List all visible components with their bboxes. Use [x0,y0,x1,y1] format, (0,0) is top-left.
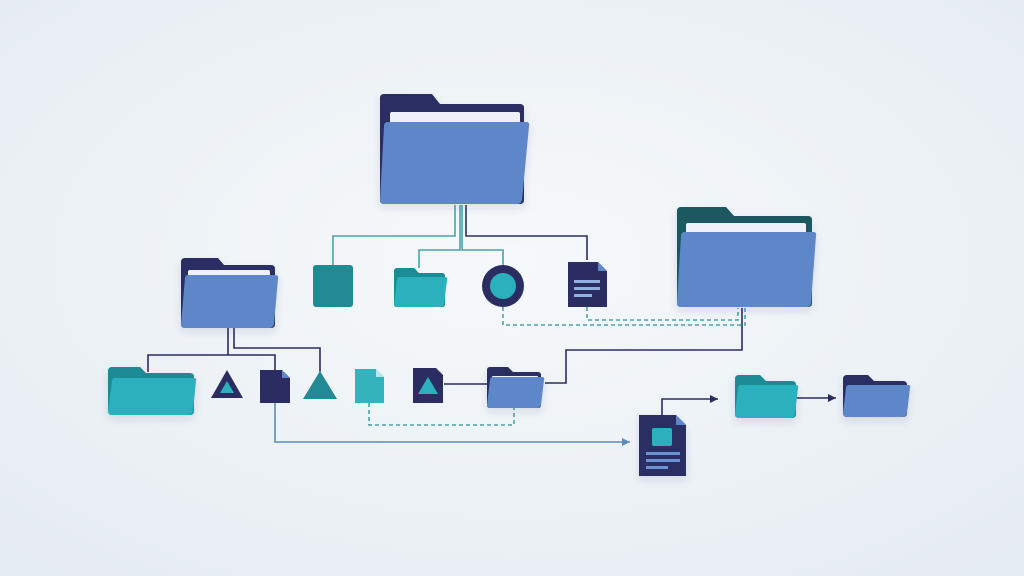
teal-triangle-icon [303,371,337,399]
connector-root-to-teal-square [332,205,456,265]
connector-root-to-document [465,205,588,260]
teal-folder-bottom-left-icon [108,367,197,415]
connector-left-folder-bus [147,328,229,372]
connector-file-to-image-document [274,403,630,446]
connector-doc-to-right-folder [586,307,739,321]
connector-root-to-circle [461,205,504,265]
connector-right-folder-to-small-blue [545,308,743,384]
sub-folder-right-icon [677,207,817,307]
teal-file-icon [355,369,384,403]
navy-triangle-icon [211,370,243,398]
connector-teal-file-to-small-blue [368,403,515,426]
teal-folder-right-icon [735,375,799,418]
connector-circle-to-right-folder [502,307,746,326]
blue-folder-right-icon [843,375,911,417]
teal-square-file-icon [313,265,353,307]
root-folder-icon [380,94,530,204]
circle-node-icon [482,265,524,307]
document-icon [568,262,607,307]
navy-file-icon [260,370,290,403]
connector-left-folder-to-file [228,354,276,372]
blue-folder-small-icon [487,367,545,408]
connector-lines [147,205,836,446]
connector-left-folder-to-triangle [233,328,321,372]
teal-folder-icon [394,268,448,307]
connector-image-doc-to-teal-folder [661,395,718,415]
image-document-icon [639,415,686,476]
sub-folder-left-icon [181,258,279,328]
connector-root-to-teal-folder [418,205,461,268]
navy-triangle-tile-icon [413,368,443,403]
